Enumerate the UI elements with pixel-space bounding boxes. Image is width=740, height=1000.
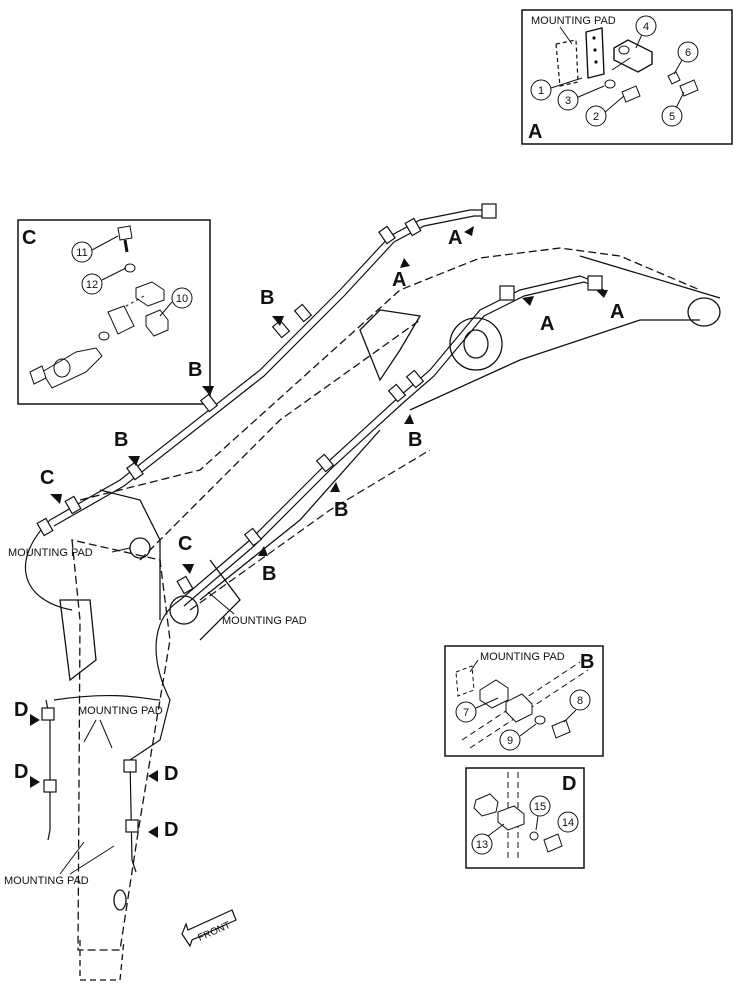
boom-drawing <box>59 247 721 981</box>
pointer-b: B <box>262 563 276 585</box>
callout-2: 2 <box>593 111 599 123</box>
plate-part <box>585 27 605 79</box>
callout-4: 4 <box>643 21 649 33</box>
pointer-c: C <box>40 467 54 489</box>
pointer-b: B <box>188 359 202 381</box>
callout-7: 7 <box>463 707 469 719</box>
mounting-pad-label: MOUNTING PAD <box>8 547 93 559</box>
callout-8: 8 <box>577 695 583 707</box>
callout-13: 13 <box>476 839 488 851</box>
pointer-b: B <box>114 429 128 451</box>
mounting-pad-label: MOUNTING PAD <box>222 615 307 627</box>
mounting-pad-label: MOUNTING PAD <box>78 705 163 717</box>
mounting-pad-label: MOUNTING PAD <box>480 651 565 663</box>
callout-10: 10 <box>176 293 188 305</box>
callout-9: 9 <box>507 735 513 747</box>
detail-panel-b: MOUNTING PAD B 7 8 9 <box>444 645 604 757</box>
pointer-a: A <box>610 301 624 323</box>
main-pointers: A A A A B B B B B B C C D D D D <box>14 226 624 841</box>
panel-a-letter: A <box>528 121 542 143</box>
detail-panel-c: C 11 12 10 <box>17 219 211 405</box>
main-labels: MOUNTING PAD MOUNTING PAD MOUNTING PAD M… <box>4 547 307 887</box>
pointer-a: A <box>540 313 554 335</box>
mounting-pad-shape <box>555 39 579 87</box>
bolt-part <box>621 85 641 103</box>
panel-c-letter: C <box>22 227 36 249</box>
callout-1: 1 <box>538 85 544 97</box>
pointer-d: D <box>164 819 178 841</box>
pointer-b: B <box>408 429 422 451</box>
detail-panel-a: MOUNTING PAD 1 2 3 4 5 6 A <box>521 9 733 145</box>
front-direction-arrow: FRONT <box>181 909 237 948</box>
callout-15: 15 <box>534 801 546 813</box>
panel-b-letter: B <box>580 651 594 673</box>
clamp-part <box>613 39 653 73</box>
pointer-b: B <box>260 287 274 309</box>
callout-11: 11 <box>76 247 87 259</box>
callout-6: 6 <box>685 47 691 59</box>
panel-d-letter: D <box>562 773 576 795</box>
callout-12: 12 <box>86 279 98 291</box>
pointer-b: B <box>334 499 348 521</box>
hydraulic-lines <box>24 209 605 873</box>
pointer-d: D <box>164 763 178 785</box>
pointer-d: D <box>14 699 28 721</box>
mounting-pad-label: MOUNTING PAD <box>531 15 616 27</box>
pointer-a: A <box>392 269 406 291</box>
washer-part <box>604 79 616 89</box>
pointer-a: A <box>448 227 462 249</box>
detail-panel-d: D 13 14 15 <box>465 767 585 869</box>
callout-5: 5 <box>669 111 675 123</box>
pointer-d: D <box>14 761 28 783</box>
pointer-c: C <box>178 533 192 555</box>
line-clamps <box>36 203 603 833</box>
mounting-pad-label: MOUNTING PAD <box>4 875 89 887</box>
callout-14: 14 <box>562 817 574 829</box>
callout-3: 3 <box>565 95 571 107</box>
